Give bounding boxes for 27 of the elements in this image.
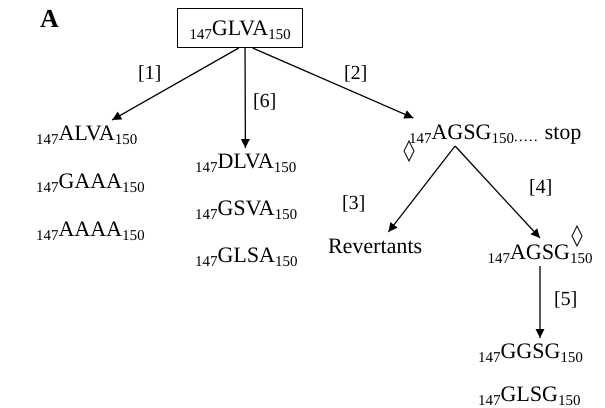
arrow xyxy=(240,48,250,148)
sequence-text: $_{147}$GGSG$_{150}$ xyxy=(478,338,583,364)
arrow xyxy=(388,146,456,232)
stop-text: stop xyxy=(537,118,589,146)
edge-label: [2] xyxy=(343,62,368,84)
sequence-text: $_{147}$AAAA$_{150}$ xyxy=(36,216,145,242)
sequence-text: $_{147}$ALVA$_{150}$ xyxy=(36,120,138,146)
sequence-text: $_{147}$AGSG$_{150}$ xyxy=(408,118,515,146)
sequence-box: $_{147}$GLVA$_{150}$ xyxy=(177,8,303,48)
revertants-text: Revertants xyxy=(308,232,442,260)
sequence-text: $_{147}$AGSG$_{150}$ xyxy=(478,238,602,266)
sequence-text: $_{147}$GLSA$_{150}$ xyxy=(195,242,298,268)
edge-label: [6] xyxy=(252,90,278,112)
edge-label: [5] xyxy=(553,288,578,310)
edge-label: [1] xyxy=(137,62,162,84)
edge-label: [4] xyxy=(528,176,554,198)
sequence-text: $_{147}$GLSG$_{150}$ xyxy=(478,381,580,407)
arrow xyxy=(252,47,414,119)
sequence-text: $_{147}$GAAA$_{150}$ xyxy=(36,168,145,194)
edge-label: [3] xyxy=(341,192,366,214)
arrow xyxy=(454,146,540,238)
dotted-line xyxy=(515,140,537,142)
panel-label: A xyxy=(40,6,59,32)
arrow xyxy=(112,47,240,121)
arrow xyxy=(535,266,545,338)
sequence-text: $_{147}$DLVA$_{150}$ xyxy=(195,148,296,174)
sequence-text: $_{147}$GSVA$_{150}$ xyxy=(195,195,298,221)
